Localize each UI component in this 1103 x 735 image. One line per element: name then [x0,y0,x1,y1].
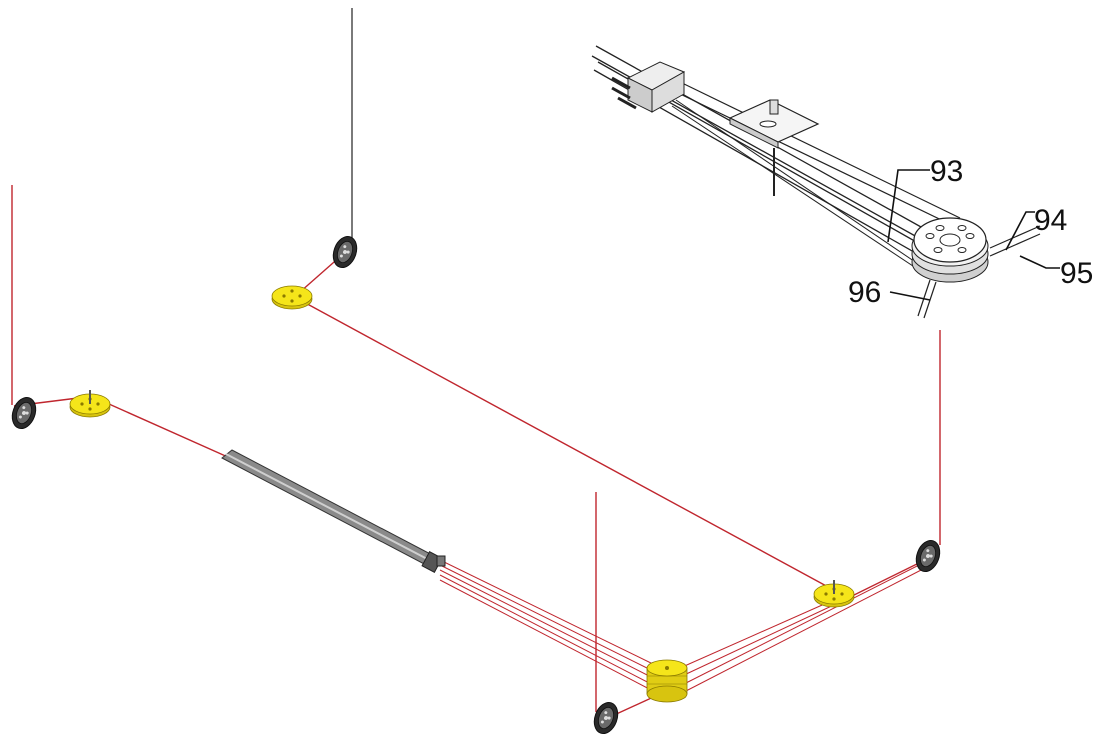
yellow-pulley-icon [271,285,313,310]
yellow-pulley-icon [813,580,855,608]
spring-rod-icon [221,449,446,574]
yellow-pulley-icon [69,390,111,418]
callout-leaders [887,169,1060,301]
dark-sheave-icon [328,232,362,272]
yellow-pulley-stack-icon [646,659,688,703]
callout-95: 95 [1060,257,1093,290]
callout-94: 94 [1034,204,1067,237]
callout-93: 93 [930,155,963,188]
rope-lines [11,8,941,717]
bracket-pulley-icon [591,45,1041,319]
dark-sheave-icon [911,536,945,576]
dark-sheave-icon [589,698,623,735]
dark-sheave-icon [7,393,41,433]
callout-96: 96 [848,276,881,309]
